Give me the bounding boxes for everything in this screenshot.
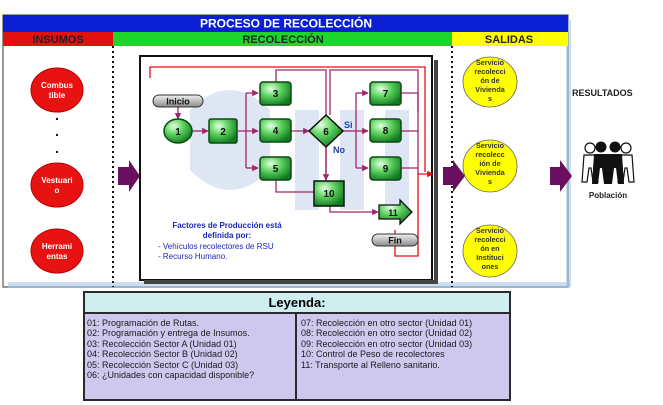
- output-instituciones: Servicio recolecci ón en Instituci ones: [462, 224, 518, 278]
- svg-text:10: 10: [323, 189, 335, 200]
- legend-item: 08: Recolección en otro sector (Unidad 0…: [301, 328, 473, 339]
- recoleccion-bar: [113, 32, 452, 46]
- decision-no-label: No: [333, 145, 345, 155]
- poblacion-label: Población: [589, 191, 627, 200]
- factors-item-2: - Recurso Humano.: [158, 252, 227, 261]
- svg-text:Instituci: Instituci: [476, 253, 504, 262]
- input-vestuario: Vestuari o: [30, 162, 84, 208]
- legend-title: Leyenda:: [85, 293, 509, 314]
- legend-item: 07: Recolección en otro sector (Unidad 0…: [301, 318, 473, 328]
- salidas-bar: [452, 32, 568, 46]
- legend-item: 10: Control de Peso de recolectores: [301, 349, 445, 360]
- flow-node-4: 4: [259, 118, 292, 143]
- insumos-header: INSUMOS: [32, 34, 83, 46]
- insumos-bar: [3, 32, 113, 46]
- svg-text:ión de: ión de: [479, 159, 500, 168]
- decision-yes-label: Si: [344, 120, 353, 130]
- svg-text:Servicio: Servicio: [476, 58, 505, 67]
- svg-text:tible: tible: [49, 91, 66, 100]
- output-vivienda-2: Servicio recolecc ión de Vivienda s: [462, 139, 518, 193]
- input-herramientas: Herrami entas: [30, 228, 84, 274]
- svg-text:11: 11: [388, 208, 398, 218]
- svg-text:Herrami: Herrami: [42, 242, 72, 251]
- svg-text:s: s: [488, 94, 492, 103]
- legend-item: 11: Transporte al Relleno sanitario.: [301, 359, 440, 370]
- legend-item: 04: Recolección Sector B (Unidad 02): [87, 349, 238, 360]
- resultados-label: RESULTADOS: [572, 88, 633, 98]
- svg-text:9: 9: [383, 164, 389, 175]
- svg-text:Vivienda: Vivienda: [475, 85, 505, 94]
- factors-item-1: - Vehículos recolectores de RSU: [158, 242, 274, 251]
- svg-text:recolecci: recolecci: [474, 67, 505, 76]
- flow-node-7: 7: [369, 81, 402, 106]
- flow-node-10: 10: [313, 180, 345, 207]
- legend-column-left: 01: Programación de Rutas. 02: Programac…: [85, 314, 295, 401]
- svg-text:Inicio: Inicio: [166, 97, 190, 107]
- legend-column-right: 07: Recolección en otro sector (Unidad 0…: [295, 314, 509, 401]
- svg-text:recolecc: recolecc: [475, 150, 504, 159]
- flow-node-11: 11: [378, 198, 413, 226]
- svg-text:4: 4: [273, 126, 279, 137]
- input-dot: .: [55, 107, 59, 123]
- legend-item: 01: Programación de Rutas.: [87, 318, 200, 328]
- factors-title-2: definida por:: [203, 231, 251, 240]
- svg-text:Vestuari: Vestuari: [41, 176, 72, 185]
- svg-text:1: 1: [175, 127, 181, 138]
- svg-text:3: 3: [273, 89, 279, 100]
- input-dot: .: [55, 140, 59, 156]
- recoleccion-header: RECOLECCIÓN: [242, 33, 323, 46]
- svg-text:8: 8: [383, 126, 389, 137]
- flow-node-6-decision: 6: [307, 113, 345, 149]
- flow-node-9: 9: [369, 156, 402, 181]
- arrow-salidas-to-resultados: [550, 160, 572, 192]
- svg-text:Servicio: Servicio: [476, 141, 505, 150]
- legend-item: 06: ¿Unidades con capacidad disponible?: [87, 370, 255, 381]
- title-bar: [3, 15, 568, 32]
- svg-text:entas: entas: [47, 252, 68, 261]
- svg-text:Combus: Combus: [41, 81, 74, 90]
- arrow-insumos-to-proceso: [118, 160, 140, 192]
- svg-text:Vivienda: Vivienda: [475, 168, 505, 177]
- start-node: Inicio: [152, 94, 204, 108]
- process-diagram: PROCESO DE RECOLECCIÓN INSUMOS RECOLECCI…: [2, 14, 635, 288]
- input-dot: .: [55, 123, 59, 139]
- arrow-proceso-to-salidas: [443, 160, 465, 192]
- diagram-title: PROCESO DE RECOLECCIÓN: [200, 16, 372, 31]
- svg-text:s: s: [488, 177, 492, 186]
- flow-node-3: 3: [259, 81, 292, 106]
- svg-text:5: 5: [273, 164, 279, 175]
- people-group-icon: [581, 141, 635, 184]
- svg-text:ón en: ón en: [480, 244, 499, 253]
- flow-connectors: [149, 66, 434, 257]
- legend-item: 03: Recolección Sector A (Unidad 01): [87, 338, 237, 349]
- svg-text:ón de: ón de: [480, 76, 499, 85]
- legend-item: 05: Recolección Sector C (Unidad 03): [87, 359, 239, 370]
- legend-item: 02: Programación y entrega de Insumos.: [87, 328, 250, 339]
- input-combustible: Combus tible: [30, 67, 84, 113]
- svg-text:Fin: Fin: [388, 236, 402, 246]
- svg-text:recolecci: recolecci: [474, 235, 505, 244]
- svg-text:ones: ones: [482, 262, 499, 271]
- legend-item: 09: Recolección en otro sector (Unidad 0…: [301, 338, 473, 349]
- salidas-header: SALIDAS: [485, 34, 533, 46]
- svg-text:o: o: [55, 186, 60, 195]
- flow-node-5: 5: [259, 156, 292, 181]
- svg-text:6: 6: [323, 127, 329, 138]
- legend-box: Leyenda: 01: Programación de Rutas. 02: …: [83, 291, 511, 401]
- flow-node-1: 1: [163, 118, 193, 144]
- flow-node-8: 8: [369, 118, 402, 143]
- flow-node-2: 2: [208, 118, 238, 144]
- factors-title-1: Factores de Producción está: [172, 221, 282, 230]
- svg-text:2: 2: [220, 127, 226, 138]
- svg-text:7: 7: [383, 89, 389, 100]
- end-node: Fin: [371, 233, 419, 247]
- svg-text:Servicio: Servicio: [476, 226, 505, 235]
- output-vivienda-1: Servicio recolecci ón de Vivienda s: [462, 56, 518, 108]
